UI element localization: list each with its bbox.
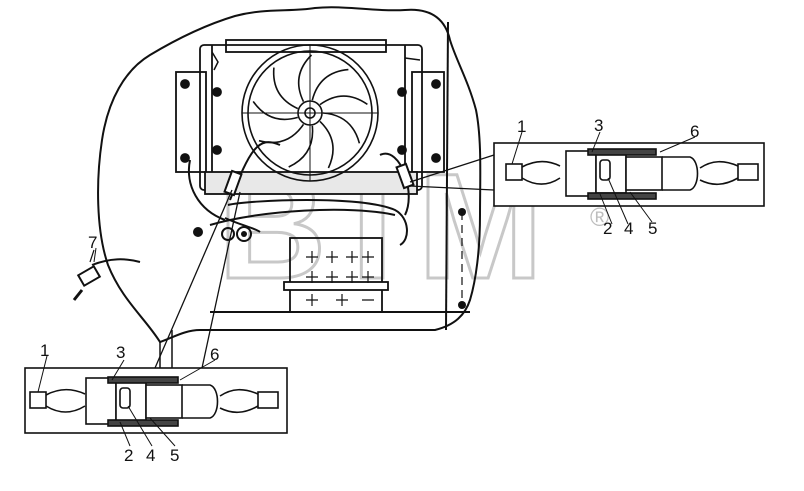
fan-blade bbox=[319, 120, 334, 169]
callout-2-bottom-left: 2 bbox=[124, 446, 133, 465]
callout-labels: 1 3 6 2 4 5 1 3 6 2 4 5 7 bbox=[40, 116, 699, 465]
fan-blade bbox=[311, 68, 349, 101]
fan-icon bbox=[241, 44, 379, 182]
callout-5-top-right: 5 bbox=[648, 219, 657, 238]
callout-leaders bbox=[37, 131, 696, 447]
connector-detail-icon-top-right bbox=[493, 142, 765, 207]
fan-blade bbox=[297, 54, 313, 103]
wiring-harness bbox=[188, 51, 421, 246]
callout-5-bottom-left: 5 bbox=[170, 446, 179, 465]
callout-6-top-right: 6 bbox=[690, 122, 699, 141]
fan-blade bbox=[319, 95, 368, 106]
temperature-sensor-icon bbox=[72, 249, 141, 301]
fan-blade bbox=[272, 67, 299, 110]
radiator-frame bbox=[175, 39, 445, 195]
watermark-registered-mark: ® bbox=[590, 202, 609, 232]
callout-2-top-right: 2 bbox=[603, 219, 612, 238]
callout-3-top-right: 3 bbox=[594, 116, 603, 135]
fan-blade bbox=[288, 125, 314, 168]
callout-1-bottom-left: 1 bbox=[40, 341, 49, 360]
callout-7-sensor: 7 bbox=[88, 233, 97, 252]
callout-1-top-right: 1 bbox=[517, 117, 526, 136]
fan-blade bbox=[252, 100, 299, 121]
callout-6-bottom-left: 6 bbox=[210, 345, 219, 364]
leader-lines bbox=[154, 154, 495, 369]
battery-icon bbox=[283, 237, 389, 313]
fan-blade bbox=[258, 123, 305, 144]
connector-detail-icon-bottom-left bbox=[24, 367, 288, 434]
callout-4-top-right: 4 bbox=[624, 219, 633, 238]
callout-4-bottom-left: 4 bbox=[146, 446, 155, 465]
mount-points bbox=[193, 208, 466, 309]
callout-3-bottom-left: 3 bbox=[116, 343, 125, 362]
fan-blade bbox=[322, 112, 361, 144]
